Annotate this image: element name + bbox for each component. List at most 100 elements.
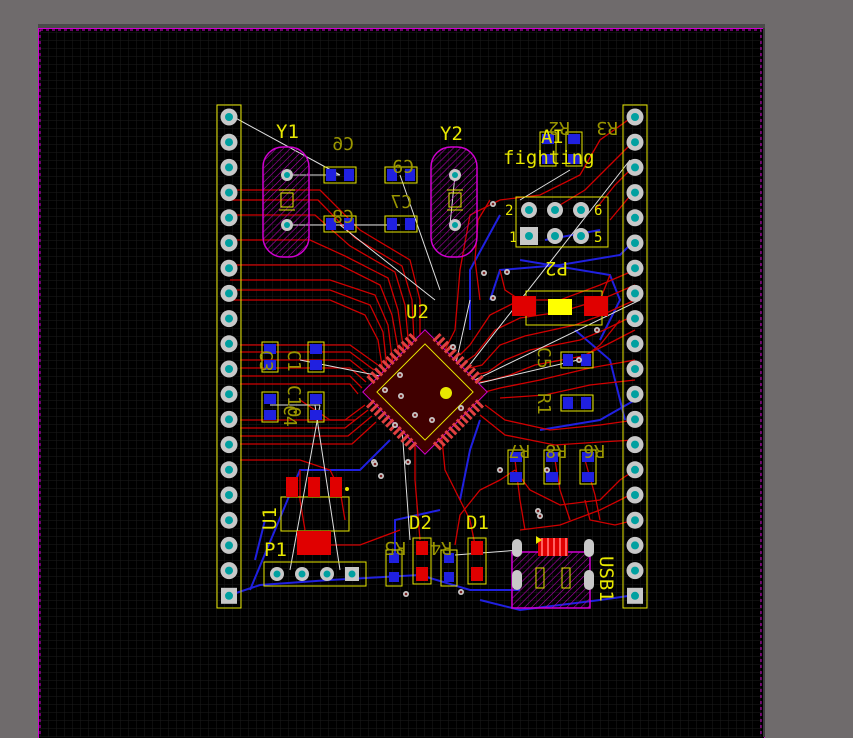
smd-pad [264, 410, 276, 420]
pin-hole [225, 213, 233, 222]
qfp-pin [389, 352, 399, 362]
pin-hole [225, 113, 233, 121]
smd-pad [542, 134, 554, 144]
resistor-r4[interactable] [440, 549, 458, 587]
qfp-pin [396, 429, 406, 440]
pin-hole [225, 566, 233, 575]
smd-pad [568, 154, 580, 164]
led-d2[interactable] [412, 537, 432, 585]
via-hole [538, 514, 542, 518]
qfp-pin [474, 374, 484, 385]
qfp-pin [436, 437, 446, 447]
crystal-y1[interactable] [262, 146, 310, 258]
smd-outline [384, 166, 418, 184]
smd-pad [510, 472, 522, 482]
qfp-pin [467, 407, 477, 417]
via-hole [406, 460, 410, 464]
qfp-pin [381, 414, 391, 424]
label-title1: AI [541, 126, 564, 148]
pin-hole [225, 591, 233, 600]
usb-connector[interactable] [511, 536, 594, 609]
qfp-pin [459, 359, 469, 369]
led-d1[interactable] [467, 537, 487, 585]
part-fuse[interactable] [512, 290, 608, 326]
label-r8: R8 [545, 440, 567, 461]
via-hole [413, 413, 417, 417]
via-hole [373, 462, 377, 466]
qfp-pin [440, 340, 450, 350]
qfp-pin [393, 348, 403, 358]
pin-hole [631, 415, 639, 424]
pin-hole [631, 138, 639, 147]
qfp-pin [451, 352, 461, 362]
smd-pad [546, 452, 558, 462]
smd-parts[interactable] [261, 131, 597, 485]
via-hole [451, 345, 455, 349]
qfp-pin [400, 340, 410, 350]
qfp-pin [396, 344, 407, 354]
qfp-pin [466, 367, 476, 377]
vias [371, 201, 600, 597]
smd-pad [542, 154, 554, 164]
label-pin2: 2 [505, 203, 513, 219]
label-r1: R1 [533, 393, 554, 415]
via-hole [404, 592, 408, 596]
u2-pin1-marker [440, 387, 452, 399]
pin-hole [631, 213, 639, 222]
label-u1: U1 [259, 507, 281, 530]
qfp-pin [459, 414, 469, 424]
label-y1: Y1 [276, 121, 299, 143]
smd-outline [323, 215, 357, 233]
qfp-pin [377, 410, 387, 421]
pin-hole [631, 239, 639, 247]
right-header[interactable] [622, 104, 648, 609]
smd-outline [560, 351, 594, 369]
pin-hole [225, 339, 233, 348]
label-d1: D1 [466, 512, 489, 534]
smd-pad [582, 452, 594, 462]
pin-hole [225, 440, 233, 449]
via-hole [393, 423, 397, 427]
label-c1: C1 [283, 350, 304, 372]
pin-hole [631, 566, 639, 575]
smd-pad [310, 410, 322, 420]
via-hole [379, 474, 383, 478]
smd-pad [326, 218, 336, 230]
qfp-pin [407, 441, 418, 451]
label-title2: fighting [503, 147, 595, 169]
qfp-pin [436, 336, 446, 346]
qfp-pin [474, 399, 485, 409]
pin-hole [631, 113, 639, 121]
label-c7: C7 [390, 192, 412, 213]
silkscreen: Y1 Y2 U2 P1 D2 D1 AI fighting 2 1 6 5 P2… [255, 117, 618, 602]
left-header[interactable] [216, 104, 242, 609]
label-r4: R4 [430, 537, 452, 558]
pin-hole [225, 138, 233, 147]
via-hole [482, 271, 486, 275]
regulator-u1[interactable] [280, 477, 350, 555]
header-p2[interactable] [515, 196, 609, 248]
qfp-pin [373, 407, 383, 417]
pin-hole [631, 440, 639, 449]
label-y2: Y2 [440, 123, 463, 145]
pin-hole [631, 264, 639, 273]
via-hole [383, 388, 387, 392]
label-r2: R2 [548, 117, 570, 138]
header-p1[interactable] [263, 561, 367, 587]
label-pin5: 5 [594, 230, 602, 246]
qfp-pin [366, 374, 376, 385]
board-outline [39, 29, 762, 737]
label-d2: D2 [409, 512, 432, 534]
qfp-pin [392, 426, 402, 436]
via-hole [459, 590, 463, 594]
smd-pad [546, 472, 558, 482]
crystal-y2[interactable] [430, 146, 478, 258]
smd-pad [568, 134, 580, 144]
via-hole [430, 418, 434, 422]
smd-pad [563, 354, 573, 366]
pin-hole [631, 516, 639, 525]
resistor-r5[interactable] [385, 549, 403, 587]
pin-hole [225, 491, 233, 499]
qfp-pin [462, 363, 473, 373]
